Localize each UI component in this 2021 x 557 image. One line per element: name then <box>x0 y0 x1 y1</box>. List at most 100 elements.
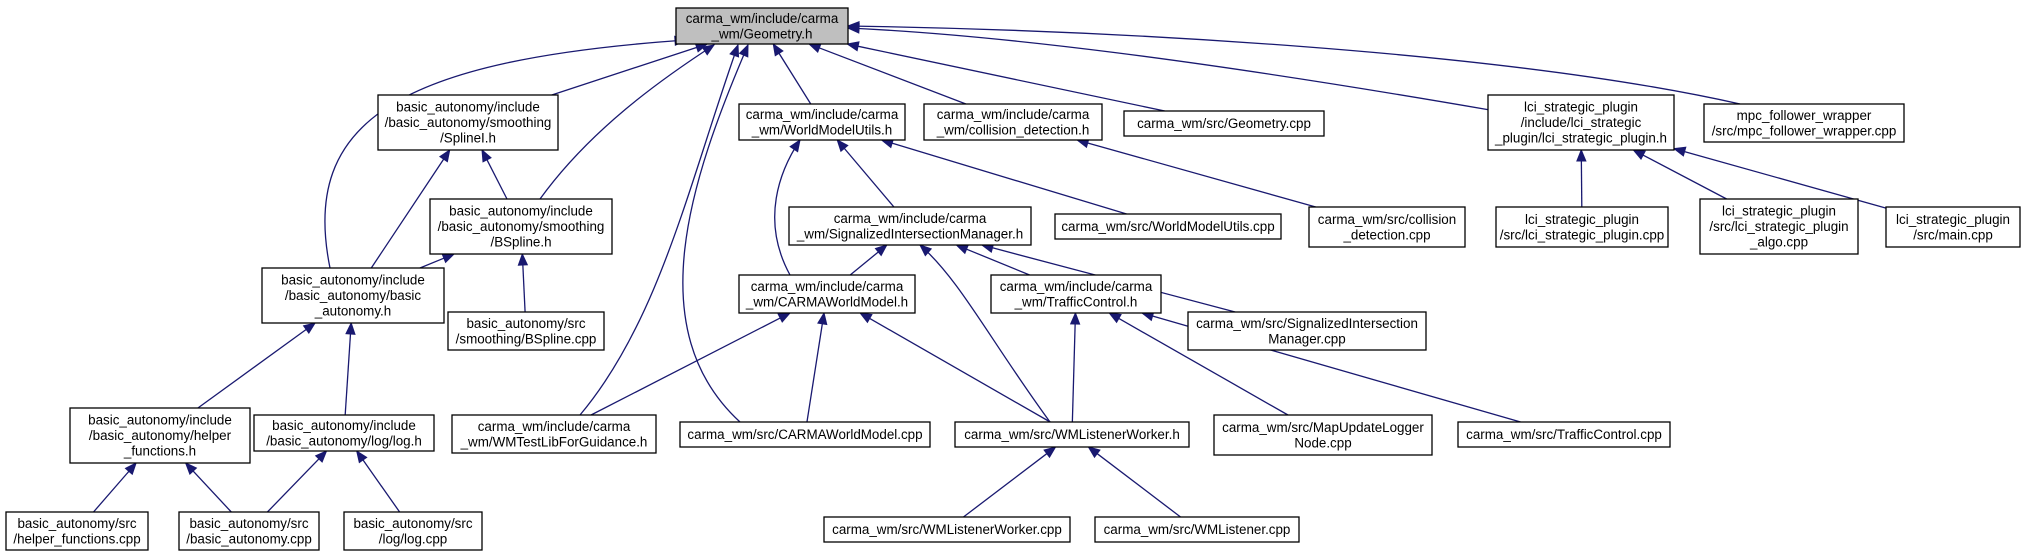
node-lci-strategic-plugin-algo-cpp[interactable]: lci_strategic_plugin/src/lci_strategic_p… <box>1699 198 1859 255</box>
node-helper-functions-h-label-line-2: /basic_autonomy/helper <box>89 428 232 443</box>
node-bspline-cpp-box <box>447 311 605 351</box>
edge-signalized-intersection-manager-h-to-world-model-utils-h <box>836 138 895 208</box>
node-spline-h-label-line-3: /SplineI.h <box>440 131 496 146</box>
node-log-h[interactable]: basic_autonomy/include/basic_autonomy/lo… <box>253 414 435 452</box>
edge-world-model-utils-h-to-geometry-h <box>772 42 812 105</box>
node-helper-functions-h-label-line-3: _functions.h <box>123 444 196 459</box>
node-log-h-label-line-1: basic_autonomy/include <box>272 418 416 433</box>
edge-carma-world-model-cpp-to-carma-world-model-h-arrowhead <box>817 311 828 326</box>
node-lci-main-cpp[interactable]: lci_strategic_plugin/src/main.cpp <box>1885 206 2021 248</box>
node-basic-autonomy-cpp[interactable]: basic_autonomy/src/basic_autonomy.cpp <box>178 511 320 551</box>
edge-wm-listener-worker-h-to-signalized-intersection-manager-h <box>919 244 1051 423</box>
node-collision-detection-cpp[interactable]: carma_wm/src/collision_detection.cpp <box>1308 206 1466 248</box>
edge-map-update-logger-node-cpp-to-traffic-control-h <box>1108 312 1289 416</box>
node-wm-listener-worker-cpp[interactable]: carma_wm/src/WMListenerWorker.cpp <box>823 516 1071 543</box>
node-geometry-cpp-box <box>1123 110 1325 137</box>
node-carma-world-model-h-label-line-1: carma_wm/include/carma <box>751 279 904 294</box>
node-wm-listener-worker-h-box <box>954 421 1190 448</box>
edge-wm-test-lib-h-to-carma-world-model-h-arrowhead <box>777 312 792 323</box>
edge-map-update-logger-node-cpp-to-traffic-control-h-arrowhead <box>1108 312 1122 324</box>
node-world-model-utils-cpp-label-line-1: carma_wm/src/WorldModelUtils.cpp <box>1061 219 1274 234</box>
node-log-h-box <box>253 414 435 452</box>
node-bspline-h[interactable]: basic_autonomy/include/basic_autonomy/sm… <box>429 198 613 255</box>
edge-lci-strategic-plugin-h-to-geometry-h <box>846 23 1491 111</box>
edge-basic-autonomy-h-to-bspline-h <box>419 253 456 269</box>
node-basic-autonomy-h-label-line-1: basic_autonomy/include <box>281 273 425 288</box>
edge-bspline-h-to-geometry-h-line <box>539 44 715 200</box>
edge-collision-detection-h-to-geometry-h-arrowhead <box>807 43 822 54</box>
node-collision-detection-h-label-line-1: carma_wm/include/carma <box>937 107 1090 122</box>
node-traffic-control-h[interactable]: carma_wm/include/carma_wm/TrafficControl… <box>990 274 1162 314</box>
node-basic-autonomy-cpp-box <box>178 511 320 551</box>
node-helper-functions-h-box <box>69 407 251 464</box>
node-lci-strategic-plugin-algo-cpp-box <box>1699 198 1859 255</box>
node-bspline-cpp[interactable]: basic_autonomy/src/smoothing/BSpline.cpp <box>447 311 605 351</box>
edge-basic-autonomy-h-to-bspline-h-arrowhead <box>441 253 456 264</box>
node-wm-listener-cpp[interactable]: carma_wm/src/WMListener.cpp <box>1094 516 1300 543</box>
node-carma-world-model-cpp-box <box>679 421 931 448</box>
node-world-model-utils-h[interactable]: carma_wm/include/carma_wm/WorldModelUtil… <box>738 103 906 141</box>
node-spline-h[interactable]: basic_autonomy/include/basic_autonomy/sm… <box>377 94 559 151</box>
edge-collision-detection-h-to-geometry-h-line <box>818 46 967 105</box>
edge-wm-listener-worker-h-to-carma-world-model-h-line <box>868 317 1051 423</box>
node-wm-listener-worker-cpp-label-line-1: carma_wm/src/WMListenerWorker.cpp <box>832 522 1062 537</box>
node-bspline-cpp-label-line-1: basic_autonomy/src <box>466 316 585 331</box>
node-collision-detection-h[interactable]: carma_wm/include/carma_wm/collision_dete… <box>923 103 1103 141</box>
node-log-cpp[interactable]: basic_autonomy/src/log/log.cpp <box>343 511 483 551</box>
edge-geometry-cpp-to-geometry-h-arrowhead <box>846 41 860 52</box>
node-log-cpp-box <box>343 511 483 551</box>
edge-bspline-h-to-spline-h <box>481 148 508 200</box>
node-collision-detection-h-label-line-2: _wm/collision_detection.h <box>936 122 1090 137</box>
node-mpc-follower-wrapper-cpp-label-line-2: /src/mpc_follower_wrapper.cpp <box>1712 123 1897 138</box>
edge-carma-world-model-cpp-to-geometry-h-line <box>682 44 749 423</box>
edge-mpc-follower-wrapper-cpp-to-geometry-h <box>846 20 1741 105</box>
node-world-model-utils-cpp[interactable]: carma_wm/src/WorldModelUtils.cpp <box>1054 213 1282 240</box>
edge-wm-test-lib-h-to-geometry-h <box>579 43 740 416</box>
edge-log-cpp-to-log-h-arrowhead <box>355 449 368 464</box>
edge-traffic-control-h-to-signalized-intersection-manager-h <box>955 244 1030 276</box>
node-carma-world-model-cpp[interactable]: carma_wm/src/CARMAWorldModel.cpp <box>679 421 931 448</box>
node-helper-functions-cpp[interactable]: basic_autonomy/src/helper_functions.cpp <box>5 511 149 551</box>
edge-wm-listener-worker-h-to-traffic-control-h-arrowhead <box>1069 311 1081 325</box>
node-signalized-intersection-manager-h[interactable]: carma_wm/include/carma_wm/SignalizedInte… <box>788 206 1032 246</box>
edge-helper-functions-h-to-basic-autonomy-h-line <box>197 328 308 409</box>
node-geometry-h-label-line-2: _wm/Geometry.h <box>711 26 813 41</box>
node-bspline-h-label-line-2: /basic_autonomy/smoothing <box>438 219 605 234</box>
node-wm-listener-worker-h[interactable]: carma_wm/src/WMListenerWorker.h <box>954 421 1190 448</box>
node-basic-autonomy-h[interactable]: basic_autonomy/include/basic_autonomy/ba… <box>261 267 445 324</box>
node-signalized-intersection-manager-h-label-line-1: carma_wm/include/carma <box>834 211 987 226</box>
node-signalized-intersection-manager-cpp[interactable]: carma_wm/src/SignalizedIntersectionManag… <box>1187 311 1427 351</box>
node-lci-strategic-plugin-h-label-line-3: _plugin/lci_strategic_plugin.h <box>1494 131 1667 146</box>
node-wm-test-lib-h[interactable]: carma_wm/include/carma_wm/WMTestLibForGu… <box>451 414 657 454</box>
node-signalized-intersection-manager-cpp-label-line-1: carma_wm/src/SignalizedIntersection <box>1196 316 1418 331</box>
node-signalized-intersection-manager-cpp-label-line-2: Manager.cpp <box>1268 331 1345 346</box>
node-collision-detection-cpp-label-line-1: carma_wm/src/collision <box>1318 212 1456 227</box>
node-traffic-control-cpp[interactable]: carma_wm/src/TrafficControl.cpp <box>1457 421 1671 448</box>
edge-wm-listener-worker-cpp-to-wm-listener-worker-h <box>963 446 1057 518</box>
node-wm-listener-cpp-label-line-1: carma_wm/src/WMListener.cpp <box>1104 522 1291 537</box>
edge-world-model-utils-h-to-geometry-h-arrowhead <box>772 42 784 57</box>
node-carma-world-model-h[interactable]: carma_wm/include/carma_wm/CARMAWorldMode… <box>738 274 916 314</box>
edge-world-model-utils-h-to-geometry-h-line <box>777 52 812 105</box>
node-lci-strategic-plugin-cpp[interactable]: lci_strategic_plugin/src/lci_strategic_p… <box>1495 206 1669 248</box>
edge-log-cpp-to-log-h-line <box>361 458 401 513</box>
edge-bspline-h-to-geometry-h <box>539 44 716 200</box>
node-collision-detection-cpp-box <box>1308 206 1466 248</box>
node-geometry-cpp[interactable]: carma_wm/src/Geometry.cpp <box>1123 110 1325 137</box>
node-lci-strategic-plugin-h[interactable]: lci_strategic_plugin/include/lci_strateg… <box>1487 94 1675 151</box>
node-helper-functions-h[interactable]: basic_autonomy/include/basic_autonomy/he… <box>69 407 251 464</box>
edge-carma-world-model-h-to-signalized-intersection-manager-h-arrowhead <box>874 244 888 257</box>
node-traffic-control-h-label-line-2: _wm/TrafficControl.h <box>1014 294 1138 309</box>
node-basic-autonomy-h-box <box>261 267 445 324</box>
edge-geometry-cpp-to-geometry-h-line <box>856 45 1165 112</box>
edge-carma-world-model-h-to-world-model-utils-h <box>774 138 801 276</box>
node-basic-autonomy-cpp-label-line-1: basic_autonomy/src <box>189 516 308 531</box>
edge-carma-world-model-cpp-to-geometry-h <box>682 43 749 423</box>
node-collision-detection-h-box <box>923 103 1103 141</box>
node-mpc-follower-wrapper-cpp[interactable]: mpc_follower_wrapper/src/mpc_follower_wr… <box>1703 103 1905 143</box>
node-wm-test-lib-h-box <box>451 414 657 454</box>
edge-world-model-utils-cpp-to-world-model-utils-h-line <box>890 142 1127 215</box>
edge-helper-functions-h-to-basic-autonomy-h-arrowhead <box>302 322 317 334</box>
node-spline-h-box <box>377 94 559 151</box>
